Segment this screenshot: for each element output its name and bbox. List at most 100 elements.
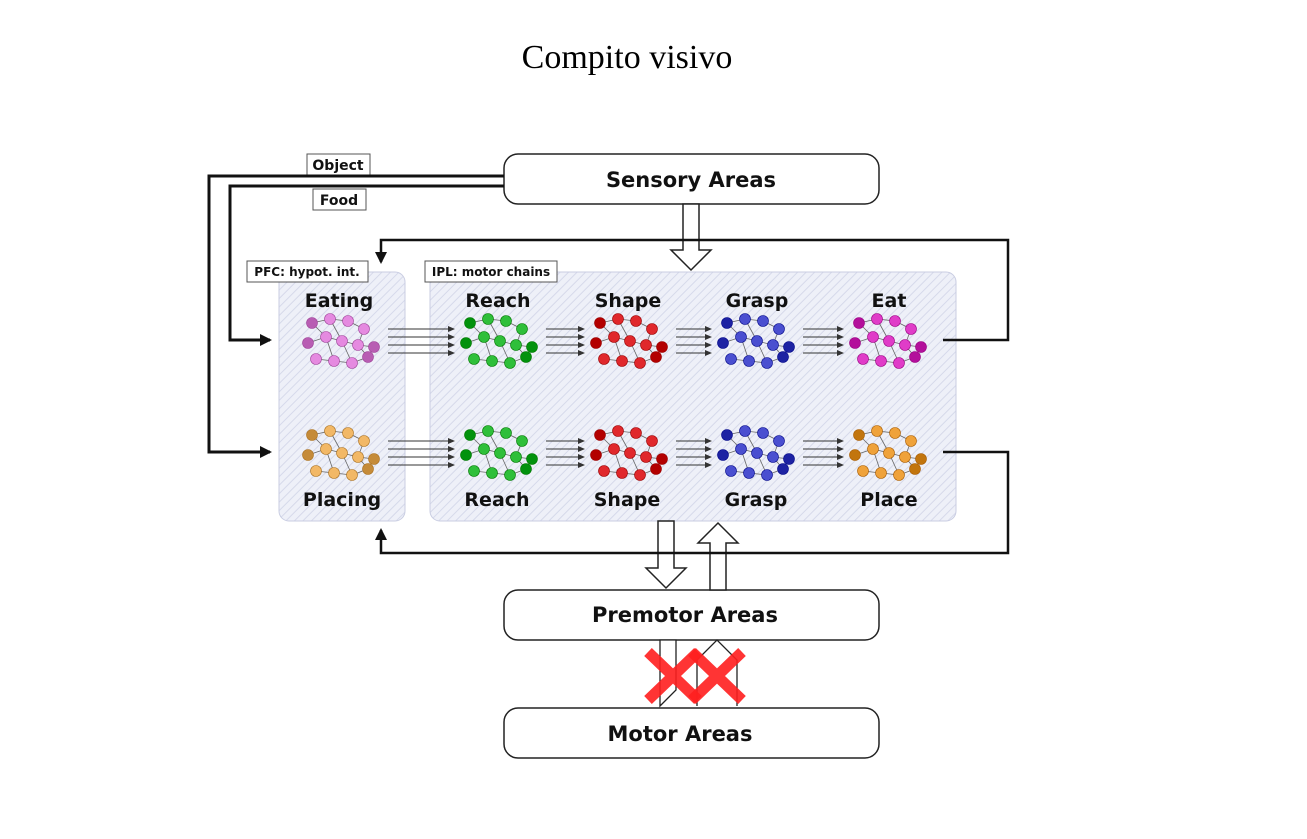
neuron-clusters <box>302 313 927 481</box>
neuron-node <box>899 451 911 463</box>
neuron-node <box>915 341 927 353</box>
neuron-node <box>883 335 895 347</box>
neuron-node <box>362 463 374 475</box>
neuron-node <box>324 425 336 437</box>
neuron-node <box>478 443 490 455</box>
neuron-node <box>460 337 472 349</box>
neuron-node <box>368 453 380 465</box>
neuron-node <box>324 313 336 325</box>
neuron-node <box>494 447 506 459</box>
neuron-node <box>783 341 795 353</box>
neuron-node <box>773 323 785 335</box>
neuron-node <box>482 313 494 325</box>
neuron-node <box>346 469 358 481</box>
top-cluster-eating <box>302 313 380 369</box>
neuron-node <box>634 357 646 369</box>
blocked-pathway <box>644 639 746 708</box>
neuron-node <box>526 453 538 465</box>
neuron-node <box>464 317 476 329</box>
neuron-node <box>486 467 498 479</box>
neuron-node <box>306 429 318 441</box>
neuron-node <box>310 353 322 365</box>
neuron-node <box>346 357 358 369</box>
bottom-cluster-reach <box>460 425 538 481</box>
place-feedback-loop <box>375 450 1010 555</box>
neuron-node <box>608 331 620 343</box>
neuron-node <box>871 425 883 437</box>
bottom-chain-label-placing: Placing <box>303 489 381 511</box>
neuron-node <box>915 453 927 465</box>
neuron-node <box>853 429 865 441</box>
neuron-node <box>460 449 472 461</box>
neuron-node <box>743 467 755 479</box>
bottom-cluster-shape <box>590 425 668 481</box>
neuron-node <box>783 453 795 465</box>
neuron-node <box>608 443 620 455</box>
neuron-node <box>504 357 516 369</box>
neuron-node <box>777 463 789 475</box>
neuron-node <box>468 353 480 365</box>
neuron-node <box>616 467 628 479</box>
neuron-node <box>520 463 532 475</box>
neuron-node <box>526 341 538 353</box>
neuron-node <box>751 447 763 459</box>
neuron-node <box>368 341 380 353</box>
neuron-node <box>767 339 779 351</box>
neuron-node <box>510 339 522 351</box>
neuron-node <box>624 447 636 459</box>
neuron-node <box>590 337 602 349</box>
neuron-node <box>743 355 755 367</box>
neuron-node <box>630 427 642 439</box>
bottom-chain-label-place: Place <box>860 489 917 511</box>
neuron-node <box>777 351 789 363</box>
neuron-node <box>849 337 861 349</box>
top-chain-label-shape: Shape <box>595 290 662 312</box>
top-cluster-eat <box>849 313 927 369</box>
top-chain-label-reach: Reach <box>465 290 530 312</box>
block-cross-left-icon <box>644 648 702 704</box>
neuron-node <box>650 351 662 363</box>
neuron-node <box>773 435 785 447</box>
neuron-node <box>500 315 512 327</box>
neuron-node <box>751 335 763 347</box>
neuron-node <box>464 429 476 441</box>
neuron-node <box>853 317 865 329</box>
neuron-node <box>909 463 921 475</box>
bottom-cluster-place <box>849 425 927 481</box>
pfc-tag: PFC: hypot. int. <box>246 260 369 283</box>
top-chain-label-eat: Eat <box>872 290 907 312</box>
ipl-tag: IPL: motor chains <box>424 260 558 283</box>
neuron-node <box>725 353 737 365</box>
neuron-node <box>516 323 528 335</box>
neuron-node <box>336 335 348 347</box>
neuron-node <box>468 465 480 477</box>
motor-areas-label: Motor Areas <box>608 722 753 746</box>
neuron-node <box>849 449 861 461</box>
neuron-node <box>320 331 332 343</box>
neuron-node <box>905 435 917 447</box>
ipl-region <box>429 271 957 522</box>
sensory-areas-label: Sensory Areas <box>606 168 776 192</box>
neuron-node <box>857 353 869 365</box>
neuron-node <box>616 355 628 367</box>
food-input: Food <box>228 184 504 346</box>
neuron-node <box>767 451 779 463</box>
neuron-node <box>640 451 652 463</box>
bottom-cluster-placing <box>302 425 380 481</box>
neuron-node <box>336 447 348 459</box>
neuron-node <box>721 429 733 441</box>
neuron-node <box>612 425 624 437</box>
neuron-node <box>875 355 887 367</box>
neuron-node <box>328 467 340 479</box>
neuron-node <box>634 469 646 481</box>
neuron-node <box>899 339 911 351</box>
premotor-to-ipl-arrow <box>696 521 740 591</box>
neuron-node <box>342 427 354 439</box>
neuron-node <box>761 357 773 369</box>
bottom-chain-label-reach: Reach <box>464 489 529 511</box>
neuron-node <box>302 449 314 461</box>
neuron-node <box>306 317 318 329</box>
neuron-node <box>328 355 340 367</box>
neuron-node <box>494 335 506 347</box>
